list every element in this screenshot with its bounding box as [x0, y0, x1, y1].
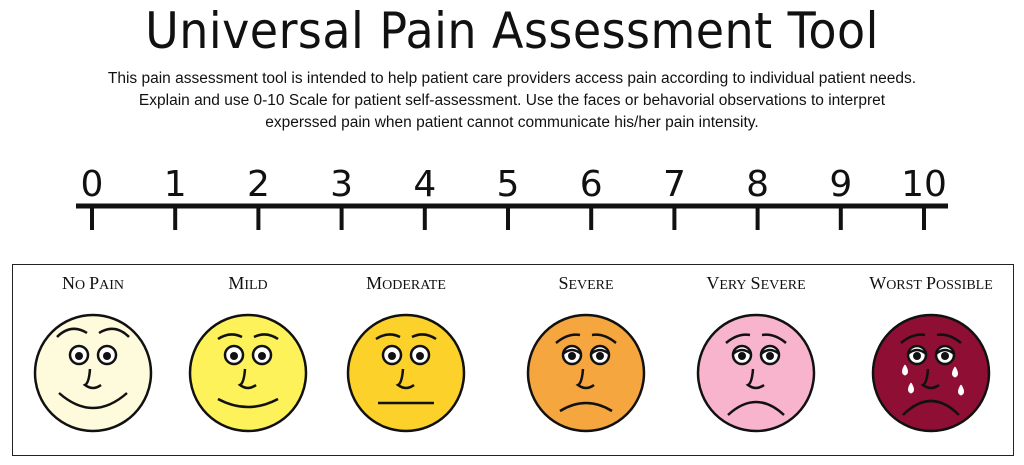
description: This pain assessment tool is intended to… [0, 68, 1024, 134]
scale-number-7: 7 [663, 164, 686, 205]
face-5: VERY SEVERE [696, 273, 816, 433]
tear-icon [952, 366, 958, 378]
face-label-1: NO PAIN [62, 273, 124, 293]
face-label-4: SEVERE [558, 273, 613, 293]
face-label-2: MILD [228, 273, 267, 293]
face-mouth-4 [559, 401, 613, 413]
scale-number-4: 4 [413, 164, 436, 205]
face-mouth-5 [727, 400, 785, 416]
face-circle-4 [526, 313, 646, 433]
scale-number-1: 1 [164, 164, 187, 205]
face-circle-2 [188, 313, 308, 433]
tear-icon [902, 364, 908, 376]
face-circle-6 [871, 313, 991, 433]
scale-number-9: 9 [829, 164, 852, 205]
face-label-3: MODERATE [366, 273, 446, 293]
face-2: MILD [188, 273, 308, 433]
tear-icon [958, 384, 964, 396]
face-mouth-1 [58, 392, 128, 410]
face-1: NO PAIN [33, 273, 153, 433]
scale-number-2: 2 [247, 164, 270, 205]
scale-number-0: 0 [81, 164, 104, 205]
face-4: SEVERE [526, 273, 646, 433]
scale-number-10: 10 [901, 164, 947, 205]
face-label-6: WORST POSSIBLE [869, 273, 993, 293]
tear-icon [908, 382, 914, 394]
face-circle-5 [696, 313, 816, 433]
scale-number-8: 8 [746, 164, 769, 205]
face-mouth-2 [217, 397, 279, 409]
scale-number-6: 6 [580, 164, 603, 205]
face-circle-1 [33, 313, 153, 433]
face-mouth-6 [902, 399, 960, 416]
description-line-3: experssed pain when patient cannot commu… [265, 114, 759, 131]
faces-panel: NO PAIN MILD MODERATE SEVERE VERY SEVERE WORS… [12, 264, 1014, 456]
scale-number-5: 5 [497, 164, 520, 205]
description-line-2: Explain and use 0-10 Scale for patient s… [138, 92, 886, 109]
description-line-1: This pain assessment tool is intended to… [107, 70, 917, 87]
page-title: Universal Pain Assessment Tool [145, 2, 879, 60]
face-3: MODERATE [346, 273, 466, 433]
face-6: WORST POSSIBLE [869, 273, 993, 433]
face-label-5: VERY SEVERE [706, 273, 805, 293]
pain-scale: 0 1 2 3 4 5 6 7 8 9 10 [76, 164, 948, 230]
scale-number-3: 3 [330, 164, 353, 205]
face-circle-3 [346, 313, 466, 433]
faces-svg: NO PAIN MILD MODERATE SEVERE VERY SEVERE WORS… [33, 273, 993, 433]
